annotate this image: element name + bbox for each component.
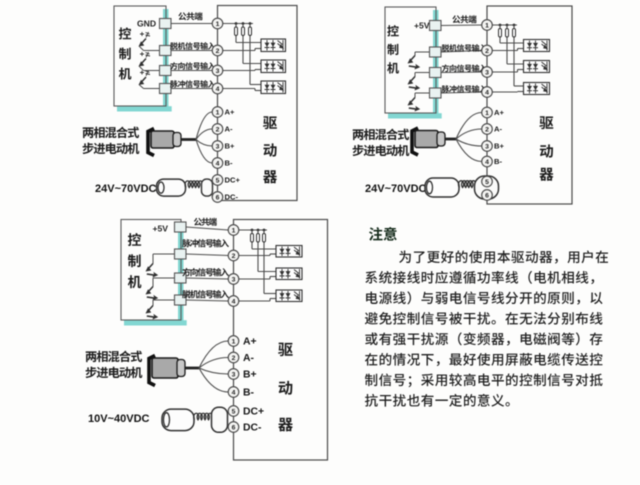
svg-text:DC-: DC-	[243, 423, 262, 434]
svg-text:5: 5	[232, 408, 236, 415]
svg-text:B+: B+	[243, 370, 257, 381]
svg-text:5: 5	[485, 179, 489, 186]
svg-text:24V~70VDC: 24V~70VDC	[95, 183, 157, 195]
svg-text:A+: A+	[243, 337, 257, 348]
svg-text:1: 1	[232, 338, 236, 345]
svg-text:4: 4	[232, 389, 236, 396]
svg-text:3: 3	[216, 68, 220, 75]
svg-text:6: 6	[216, 194, 220, 201]
svg-text:2: 2	[232, 253, 236, 260]
svg-text:6: 6	[232, 424, 236, 431]
svg-text:DC-: DC-	[225, 193, 239, 202]
svg-text:4: 4	[216, 86, 220, 93]
svg-text:4: 4	[232, 298, 236, 305]
svg-text:+5V: +5V	[153, 224, 169, 234]
svg-text:B-: B-	[243, 388, 255, 399]
svg-text:1: 1	[485, 110, 489, 117]
svg-text:+5V: +5V	[414, 21, 430, 31]
svg-text:2: 2	[485, 48, 489, 55]
svg-text:4: 4	[485, 159, 489, 166]
svg-text:A+: A+	[225, 108, 235, 117]
svg-text:2: 2	[485, 126, 489, 133]
svg-text:GND: GND	[137, 19, 156, 29]
svg-text:3: 3	[232, 276, 236, 283]
svg-text:A+: A+	[494, 108, 504, 117]
svg-text:2: 2	[216, 48, 220, 55]
svg-text:4: 4	[216, 160, 220, 167]
svg-text:3: 3	[485, 69, 489, 76]
svg-text:B-: B-	[494, 157, 502, 166]
svg-text:B+: B+	[225, 142, 235, 151]
svg-text:B-: B-	[225, 159, 233, 168]
svg-text:3: 3	[216, 143, 220, 150]
svg-text:5: 5	[216, 177, 220, 184]
svg-text:24V~70VDC: 24V~70VDC	[365, 183, 427, 195]
svg-text:1: 1	[232, 227, 236, 234]
svg-text:1: 1	[216, 109, 220, 116]
svg-text:DC+: DC+	[243, 407, 264, 418]
svg-text:1: 1	[216, 21, 220, 28]
svg-text:3: 3	[232, 371, 236, 378]
svg-text:A-: A-	[225, 125, 233, 134]
svg-text:10V~40VDC: 10V~40VDC	[88, 413, 150, 425]
svg-text:3: 3	[485, 143, 489, 150]
svg-text:A-: A-	[494, 125, 502, 134]
svg-text:DC+: DC+	[225, 176, 241, 185]
svg-text:A-: A-	[243, 353, 255, 364]
svg-text:2: 2	[232, 355, 236, 362]
svg-text:6: 6	[485, 192, 489, 199]
svg-text:B+: B+	[494, 142, 504, 151]
svg-text:4: 4	[485, 89, 489, 96]
svg-text:2: 2	[216, 126, 220, 133]
svg-text:1: 1	[485, 22, 489, 29]
